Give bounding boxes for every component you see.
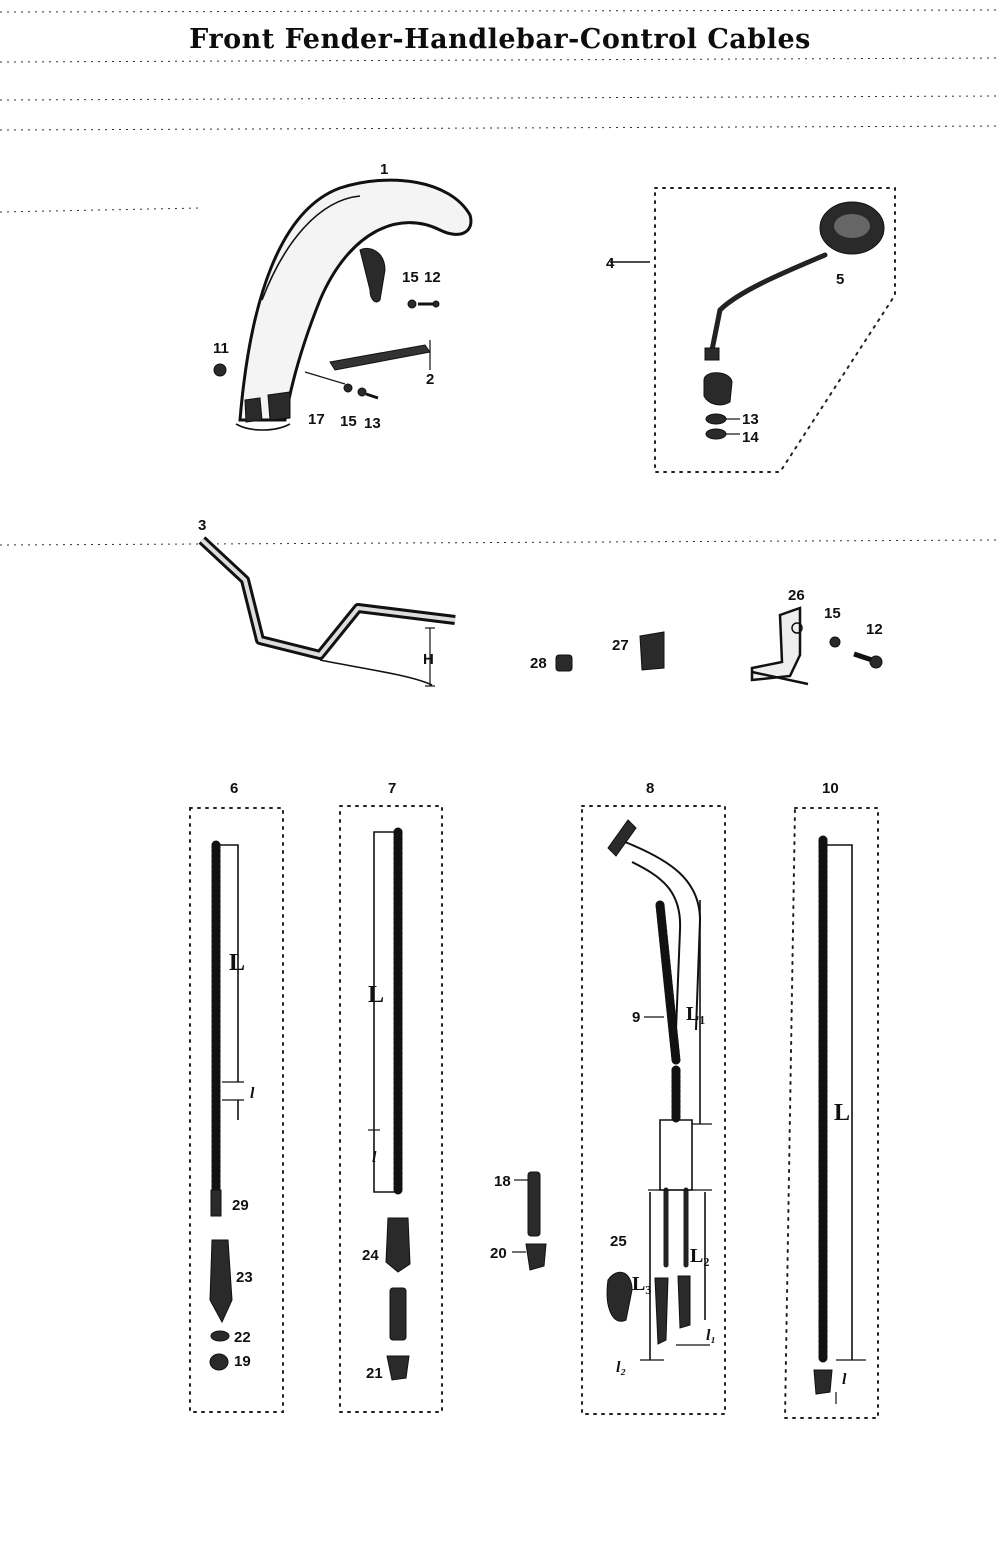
label-7: 7 bbox=[388, 780, 396, 797]
label-15-lower: 15 bbox=[340, 413, 357, 430]
label-17: 17 bbox=[308, 411, 325, 428]
cable-6-group bbox=[189, 807, 284, 1413]
label-L-7: L bbox=[368, 982, 384, 1008]
label-l1: l₁ bbox=[706, 1327, 716, 1344]
label-15-bracket: 15 bbox=[824, 605, 841, 622]
label-10: 10 bbox=[822, 780, 839, 797]
bolt-11 bbox=[213, 363, 227, 377]
cable-10-group bbox=[783, 807, 879, 1419]
bolt-set-17-15-13 bbox=[304, 371, 379, 400]
label-12-upper: 12 bbox=[424, 269, 441, 286]
label-L2: L₂ bbox=[690, 1245, 709, 1267]
label-27: 27 bbox=[612, 637, 629, 654]
page-title: Front Fender-Handlebar-Control Cables bbox=[189, 24, 811, 55]
label-L3: L₃ bbox=[632, 1273, 651, 1295]
label-L1: L₁ bbox=[686, 1003, 705, 1025]
label-25: 25 bbox=[610, 1233, 627, 1250]
label-23: 23 bbox=[236, 1269, 253, 1286]
label-L-10: L bbox=[834, 1100, 850, 1126]
scan-noise bbox=[0, 9, 1000, 546]
cable-end-18 bbox=[514, 1171, 541, 1237]
label-18: 18 bbox=[494, 1173, 511, 1190]
label-14: 14 bbox=[742, 429, 759, 446]
label-12-bracket: 12 bbox=[866, 621, 883, 638]
label-26: 26 bbox=[788, 587, 805, 604]
cable-8-group bbox=[581, 805, 726, 1415]
label-19: 19 bbox=[234, 1353, 251, 1370]
label-13-lower: 13 bbox=[364, 415, 381, 432]
label-1: 1 bbox=[380, 161, 388, 178]
cable-end-20 bbox=[512, 1243, 547, 1271]
label-29: 29 bbox=[232, 1197, 249, 1214]
label-11: 11 bbox=[213, 340, 229, 357]
label-21: 21 bbox=[366, 1365, 383, 1382]
label-22: 22 bbox=[234, 1329, 251, 1346]
label-15-upper: 15 bbox=[402, 269, 419, 286]
label-9: 9 bbox=[632, 1009, 640, 1026]
label-l2: l₂ bbox=[616, 1359, 626, 1376]
label-H: H bbox=[423, 651, 434, 668]
label-3: 3 bbox=[198, 517, 206, 534]
bolt-set-15-12-upper bbox=[407, 299, 440, 309]
label-l-10: l bbox=[842, 1371, 847, 1388]
fender-stay bbox=[329, 340, 431, 371]
cable-7-group bbox=[339, 805, 443, 1413]
label-l-7: l bbox=[372, 1149, 377, 1166]
speedometer-assembly bbox=[610, 187, 896, 473]
label-4: 4 bbox=[606, 255, 615, 272]
grip-part-28 bbox=[555, 654, 573, 672]
label-2: 2 bbox=[426, 371, 434, 388]
label-L-6: L bbox=[229, 950, 245, 976]
label-20: 20 bbox=[490, 1245, 507, 1262]
label-6: 6 bbox=[230, 780, 238, 797]
label-5: 5 bbox=[836, 271, 844, 288]
label-8: 8 bbox=[646, 780, 654, 797]
handlebar bbox=[198, 536, 456, 687]
bracket-26 bbox=[750, 606, 883, 686]
grip-part-27 bbox=[639, 631, 665, 671]
label-28: 28 bbox=[530, 655, 547, 672]
label-24: 24 bbox=[362, 1247, 379, 1264]
front-fender bbox=[235, 178, 473, 431]
label-13-speedo: 13 bbox=[742, 411, 759, 428]
label-l-6: l bbox=[250, 1085, 255, 1102]
